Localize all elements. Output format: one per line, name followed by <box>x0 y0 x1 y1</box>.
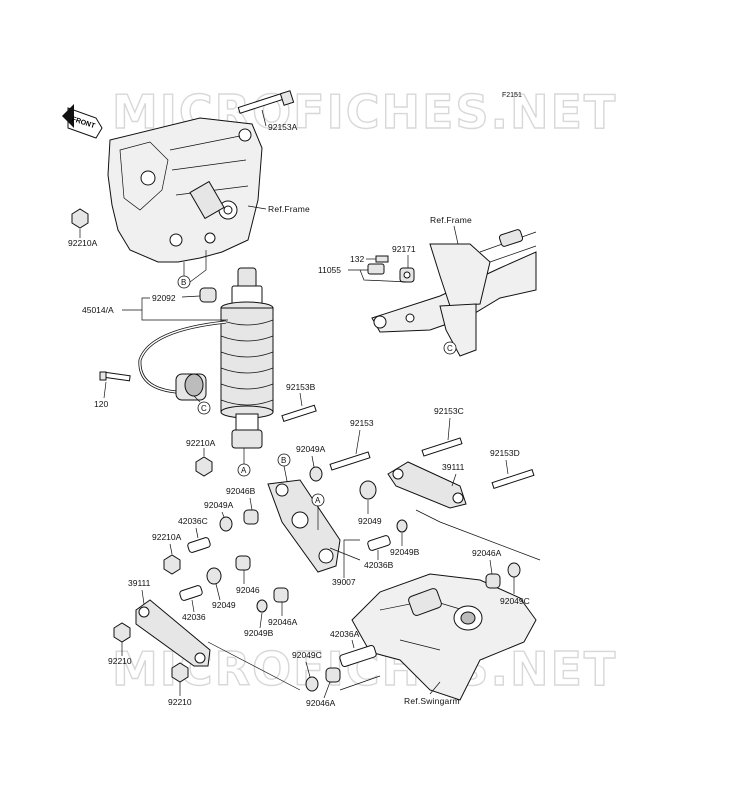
clamp-92171 <box>399 267 415 283</box>
nut-92210-2 <box>171 662 189 683</box>
upper-frame-bracket <box>107 117 263 263</box>
label-92210A-top: 92210A <box>68 238 98 248</box>
marker-c-right: C <box>443 341 457 355</box>
washer-92049-2 <box>206 567 222 585</box>
label-92046A-bottom: 92046A <box>306 698 336 708</box>
svg-text:C: C <box>447 344 453 353</box>
washer-92049C-mid <box>305 676 319 692</box>
label-45014A: 45014/A <box>82 305 114 315</box>
label-39111-right: 39111 <box>442 462 465 472</box>
nut-92210A-mid <box>195 456 213 477</box>
swingarm <box>351 573 537 701</box>
washer-92049A-2 <box>219 516 233 532</box>
collar-42036A <box>339 645 377 667</box>
bolt-92153B <box>281 404 317 423</box>
label-92153B: 92153B <box>286 382 316 392</box>
label-92046A-mid: 92046A <box>268 617 298 627</box>
marker-a-shock: A <box>237 463 251 477</box>
svg-text:B: B <box>181 278 186 287</box>
svg-text:A: A <box>241 466 247 475</box>
label-92049A-1: 92049A <box>296 444 326 454</box>
bushing-92092 <box>199 287 217 303</box>
washer-92049 <box>359 480 377 500</box>
bolt-92153D <box>491 469 535 489</box>
marker-c-left: C <box>197 401 211 415</box>
marker-b-top: B <box>177 275 191 289</box>
label-132: 132 <box>350 254 364 264</box>
nut-92210A-top <box>71 208 89 229</box>
marker-a-link: A <box>311 493 325 507</box>
label-92049B-1: 92049B <box>390 547 420 557</box>
tie-rod-39111-right <box>387 461 467 509</box>
label-42036: 42036 <box>182 612 206 622</box>
marker-b-link: B <box>277 453 291 467</box>
svg-text:B: B <box>281 456 286 465</box>
tie-rod-39111-left <box>135 599 211 667</box>
label-120: 120 <box>94 399 108 409</box>
bushing-92046B <box>243 509 259 525</box>
label-92210A-mid: 92210A <box>186 438 216 448</box>
label-92153: 92153 <box>350 418 374 428</box>
nut-92210A-low <box>163 554 181 575</box>
label-92049: 92049 <box>358 516 382 526</box>
label-92049B-2: 92049B <box>244 628 274 638</box>
label-92092: 92092 <box>152 293 176 303</box>
bolt-92153C <box>421 437 463 457</box>
label-92153C: 92153C <box>434 406 464 416</box>
label-92049-2: 92049 <box>212 600 236 610</box>
ref-frame-right: Ref.Frame <box>430 215 472 225</box>
bolt-92153 <box>329 451 371 471</box>
bolt-120 <box>99 371 131 382</box>
label-92210-2: 92210 <box>168 697 192 707</box>
bracket-11055 <box>367 263 385 275</box>
label-92153A: 92153A <box>268 122 298 132</box>
label-92049C-right: 92049C <box>500 596 530 606</box>
ref-swingarm: Ref.Swingarm <box>404 696 460 706</box>
shock-absorber-45014 <box>220 267 274 449</box>
label-42036C: 42036C <box>178 516 208 526</box>
label-42036B: 42036B <box>364 560 394 570</box>
collar-42036B <box>367 535 391 551</box>
bushing-92046 <box>235 555 251 571</box>
label-92049C-mid: 92049C <box>292 650 322 660</box>
svg-text:C: C <box>201 404 207 413</box>
preload-adjuster-hose <box>138 320 227 401</box>
label-92153D: 92153D <box>490 448 520 458</box>
figure-code: F2151 <box>502 92 522 99</box>
bushing-92046A-bottom <box>325 667 341 683</box>
nut-92210-1 <box>113 622 131 643</box>
washer-92049B-2 <box>256 599 268 613</box>
bolt-92153A <box>237 90 295 114</box>
label-92210-1: 92210 <box>108 656 132 666</box>
label-92046A-right: 92046A <box>472 548 502 558</box>
collar-42036 <box>179 585 203 601</box>
label-92046: 92046 <box>236 585 260 595</box>
collar-42036C <box>187 537 211 553</box>
label-92210A-low: 92210A <box>152 532 182 542</box>
label-42036A: 42036A <box>330 629 360 639</box>
svg-text:A: A <box>315 496 321 505</box>
bushing-92046A-mid <box>273 587 289 603</box>
bushing-92046A-right <box>485 573 501 589</box>
rocker-arm-39007 <box>267 479 341 573</box>
label-39111-left: 39111 <box>128 578 151 588</box>
front-arrow-icon: FRONT <box>62 104 103 139</box>
washer-92049B-1 <box>396 519 408 533</box>
washer-92049A-1 <box>309 466 323 482</box>
bolt-132 <box>375 255 389 263</box>
label-92049A-2: 92049A <box>204 500 234 510</box>
label-39007: 39007 <box>332 577 356 587</box>
washer-92049C-right <box>507 562 521 578</box>
label-11055: 11055 <box>318 265 341 275</box>
ref-frame-top: Ref.Frame <box>268 204 310 214</box>
label-92046B: 92046B <box>226 486 256 496</box>
right-frame-section <box>371 229 537 357</box>
label-92171: 92171 <box>392 244 416 254</box>
